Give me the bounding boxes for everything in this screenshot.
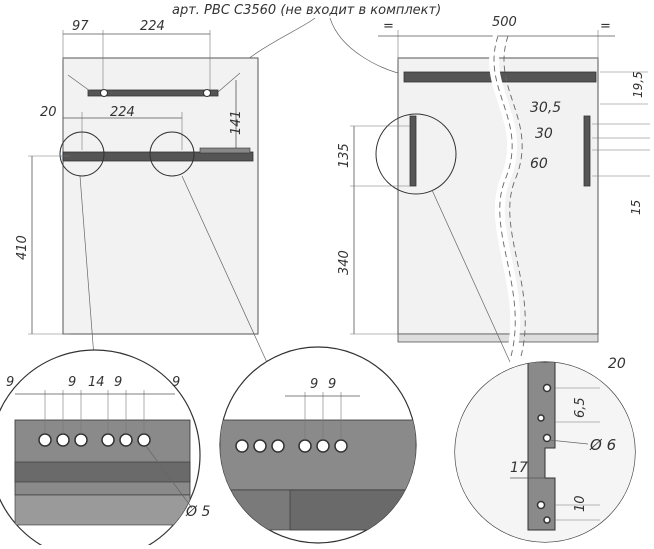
dim-141: 141 [229,110,244,135]
detail1-dim-c: 14 [88,375,105,390]
dim-19-5: 19,5 [631,71,645,98]
right-bracket [583,115,591,187]
dim-410: 410 [15,235,30,260]
detail3-dim-20: 20 [608,356,626,372]
dim-20: 20 [40,105,57,120]
detail-view-3: 20 6,5 Ø 6 17 10 [454,356,636,543]
top-rail [87,89,219,97]
dim-135: 135 [337,143,352,168]
detail2-dim-a: 9 [310,377,318,392]
detail1-dim-e: 9 [172,375,180,390]
caption-text: арт. PBC C3560 (не входит в комплект) [172,3,441,18]
detail3-diameter: Ø 6 [589,436,616,454]
detail-view-2: 9 9 [219,346,417,544]
detail-circle-c [375,113,457,195]
dim-500: 500 [492,15,517,30]
detail3-dim-6-5: 6,5 [573,397,588,418]
dim-97: 97 [72,19,89,34]
dim-224-top: 224 [140,19,165,34]
detail1-diameter: Ø 5 [185,504,210,520]
dim-30-5: 30,5 [530,100,561,116]
detail2-dim-b: 9 [328,377,336,392]
detail-view-1: 9 9 14 9 9 Ø 5 [0,349,210,549]
dim-30: 30 [535,126,553,142]
detail3-dim-10: 10 [573,495,588,512]
dim-340: 340 [337,250,352,275]
equal-mark-left: = [383,19,394,34]
dim-60: 60 [530,156,548,172]
detail3-dim-17: 17 [510,460,528,476]
left-bracket [409,115,417,187]
detail1-dim-b: 9 [68,375,76,390]
detail-circle-a [59,131,105,177]
equal-mark-right: = [600,19,611,34]
slide-rail [62,151,254,162]
detail-circle-b [149,131,195,177]
left-cabinet-panel [62,57,259,335]
detail1-dim-d: 9 [114,375,122,390]
detail1-dim-a: 9 [6,375,14,390]
dim-224-mid: 224 [110,105,135,120]
right-view: = = 500 19,5 30,5 30 60 15 135 340 [337,15,650,363]
dim-15: 15 [629,200,643,215]
left-view: 97 224 141 20 224 410 [15,19,276,381]
